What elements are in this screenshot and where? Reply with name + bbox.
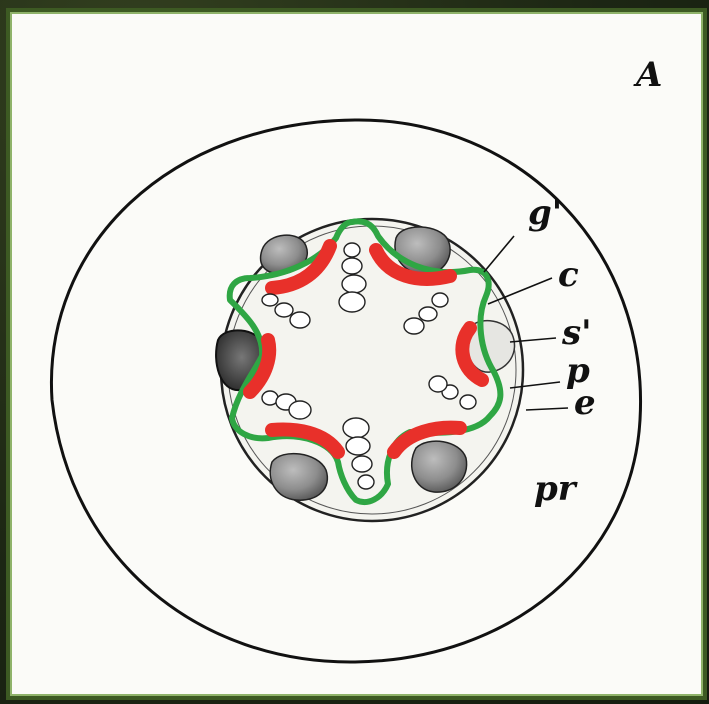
xylem-cell: [289, 401, 311, 419]
phloem-group: [412, 441, 467, 492]
xylem-cell: [358, 475, 374, 489]
xylem-cell: [460, 395, 476, 409]
label-e: e: [574, 383, 596, 423]
label-s1: s': [561, 313, 592, 353]
xylem-cell: [342, 275, 366, 293]
xylem-cell: [275, 303, 293, 317]
xylem-cell: [343, 418, 369, 438]
label-c: c: [558, 255, 579, 295]
xylem-cell: [339, 292, 365, 312]
label-g1: g': [528, 193, 562, 233]
label-pr: pr: [534, 469, 578, 509]
leader-line-g1: [484, 236, 514, 272]
xylem-cell: [290, 312, 310, 328]
xylem-cell: [432, 293, 448, 307]
xylem-cell: [429, 376, 447, 392]
xylem-cell: [404, 318, 424, 334]
xylem-cell: [346, 437, 370, 455]
panel-letter: A: [633, 55, 662, 95]
xylem-cell: [419, 307, 437, 321]
xylem-cell: [262, 294, 278, 306]
phloem-group: [270, 454, 327, 501]
xylem-cell: [344, 243, 360, 257]
xylem-cell: [342, 258, 362, 274]
leader-line-e: [526, 408, 568, 410]
xylem-cell: [352, 456, 372, 472]
